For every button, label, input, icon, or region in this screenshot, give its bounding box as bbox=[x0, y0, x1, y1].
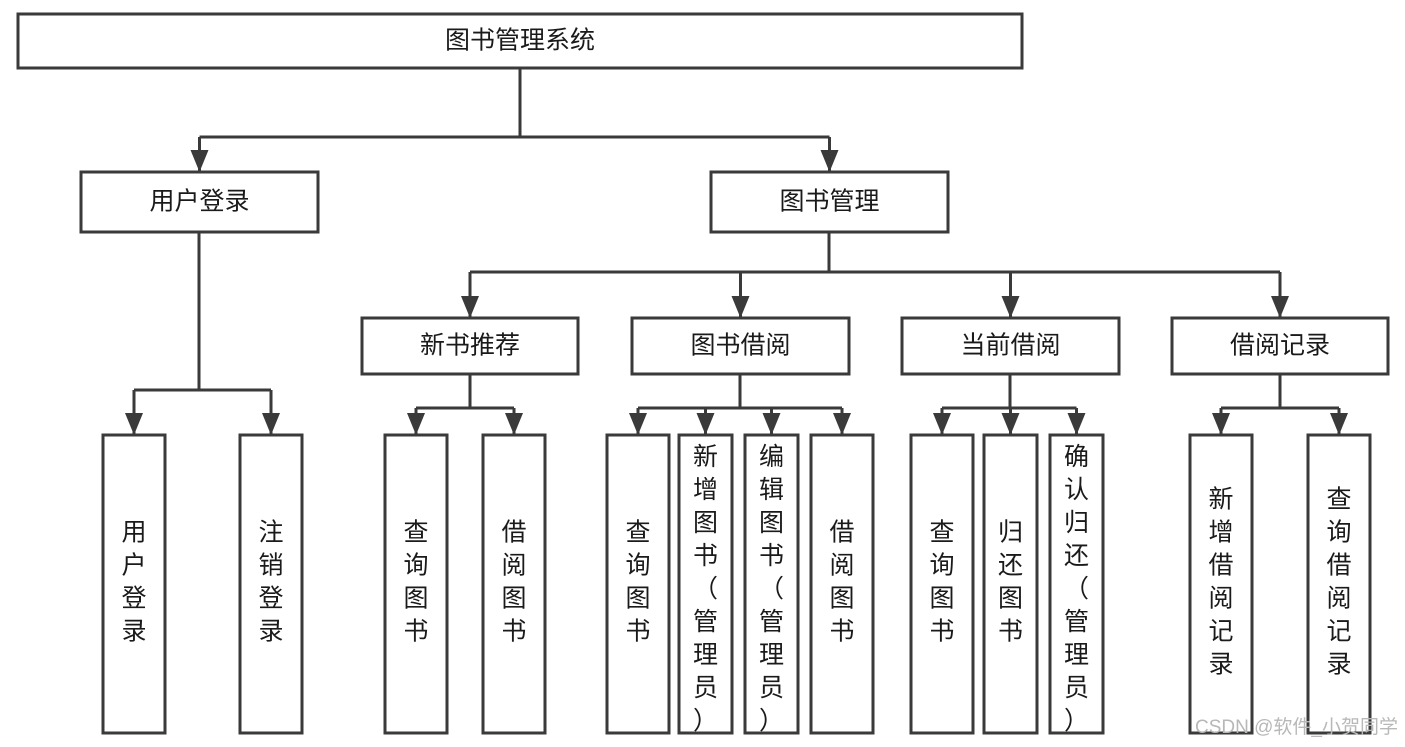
node-label-leaf-return-book: 归还图书 bbox=[998, 519, 1023, 646]
arrow-head-icon bbox=[190, 150, 209, 172]
arrow-head-icon bbox=[731, 296, 750, 318]
node-user-login[interactable]: 用户登录 bbox=[79, 170, 320, 234]
node-label-book-manage: 图书管理 bbox=[779, 188, 879, 216]
node-box-leaf-return-book[interactable] bbox=[982, 433, 1039, 735]
arrow-head-icon bbox=[1271, 296, 1289, 318]
node-label-leaf-borrow-book-2: 借阅图书 bbox=[829, 519, 854, 646]
arrow-head-icon bbox=[461, 296, 479, 318]
arrow-head-icon bbox=[1067, 413, 1086, 435]
node-new-book-rec[interactable]: 新书推荐 bbox=[360, 316, 580, 376]
node-label-leaf-user-logout: 注销登录 bbox=[258, 519, 283, 646]
node-current-borrow[interactable]: 当前借阅 bbox=[900, 316, 1121, 376]
arrow-head-icon bbox=[933, 413, 951, 435]
node-label-leaf-add-book: 新增图书（管理员） bbox=[693, 443, 718, 735]
arrow-head-icon bbox=[629, 413, 647, 435]
arrow-head-icon bbox=[762, 413, 781, 435]
node-box-leaf-user-logout[interactable] bbox=[238, 433, 304, 735]
node-book-borrow[interactable]: 图书借阅 bbox=[630, 316, 851, 376]
node-box-book-manage[interactable] bbox=[709, 170, 950, 234]
node-leaf-return-book[interactable]: 归还图书 bbox=[982, 433, 1039, 735]
node-leaf-add-book[interactable]: 新增图书（管理员） bbox=[677, 433, 734, 735]
node-leaf-query-book-1[interactable]: 查询图书 bbox=[383, 433, 449, 735]
arrow-head-icon bbox=[262, 413, 280, 435]
node-box-leaf-query-book-3[interactable] bbox=[909, 433, 975, 735]
node-box-leaf-confirm-return[interactable] bbox=[1048, 433, 1105, 735]
node-box-book-borrow[interactable] bbox=[630, 316, 851, 376]
node-box-current-borrow[interactable] bbox=[900, 316, 1121, 376]
arrow-head-icon bbox=[1330, 413, 1348, 435]
node-label-leaf-confirm-return: 确认归还（管理员） bbox=[1064, 443, 1089, 735]
node-box-root[interactable] bbox=[16, 12, 1024, 70]
watermark-label: CSDN @软件_小贺同学 bbox=[1195, 716, 1398, 738]
node-label-leaf-edit-book: 编辑图书（管理员） bbox=[759, 443, 784, 735]
node-box-leaf-user-login[interactable] bbox=[101, 433, 167, 735]
node-root[interactable]: 图书管理系统 bbox=[16, 12, 1024, 70]
arrow-head-icon bbox=[1001, 296, 1020, 318]
node-label-leaf-query-book-1: 查询图书 bbox=[403, 519, 428, 646]
node-label-leaf-add-record: 新增借阅记录 bbox=[1208, 486, 1233, 679]
nodes-layer: 图书管理系统用户登录图书管理新书推荐图书借阅当前借阅借阅记录用户登录注销登录查询… bbox=[16, 12, 1390, 735]
node-label-new-book-rec: 新书推荐 bbox=[420, 332, 520, 360]
node-box-leaf-add-book[interactable] bbox=[677, 433, 734, 735]
node-box-leaf-query-book-1[interactable] bbox=[383, 433, 449, 735]
arrow-head-icon bbox=[1212, 413, 1230, 435]
arrow-head-icon bbox=[820, 150, 839, 172]
node-leaf-confirm-return[interactable]: 确认归还（管理员） bbox=[1048, 433, 1105, 735]
node-box-new-book-rec[interactable] bbox=[360, 316, 580, 376]
arrow-head-icon bbox=[125, 413, 143, 435]
node-label-current-borrow: 当前借阅 bbox=[960, 332, 1060, 360]
node-label-leaf-query-record: 查询借阅记录 bbox=[1326, 486, 1351, 679]
node-box-leaf-query-book-2[interactable] bbox=[605, 433, 671, 735]
node-box-user-login[interactable] bbox=[79, 170, 320, 234]
node-label-user-login: 用户登录 bbox=[149, 188, 249, 216]
node-label-leaf-borrow-book-1: 借阅图书 bbox=[501, 519, 526, 646]
node-book-manage[interactable]: 图书管理 bbox=[709, 170, 950, 234]
node-leaf-add-record[interactable]: 新增借阅记录 bbox=[1188, 433, 1254, 735]
node-leaf-user-logout[interactable]: 注销登录 bbox=[238, 433, 304, 735]
node-leaf-user-login[interactable]: 用户登录 bbox=[101, 433, 167, 735]
node-leaf-query-record[interactable]: 查询借阅记录 bbox=[1306, 433, 1372, 735]
arrow-head-icon bbox=[696, 413, 715, 435]
node-label-root: 图书管理系统 bbox=[445, 27, 595, 55]
node-leaf-query-book-3[interactable]: 查询图书 bbox=[909, 433, 975, 735]
node-leaf-edit-book[interactable]: 编辑图书（管理员） bbox=[743, 433, 800, 735]
node-label-borrow-record: 借阅记录 bbox=[1230, 332, 1330, 360]
node-label-leaf-query-book-3: 查询图书 bbox=[929, 519, 954, 646]
arrow-head-icon bbox=[407, 413, 425, 435]
node-box-leaf-borrow-book-2[interactable] bbox=[809, 433, 875, 735]
node-box-leaf-query-record[interactable] bbox=[1306, 433, 1372, 735]
node-leaf-borrow-book-1[interactable]: 借阅图书 bbox=[481, 433, 547, 735]
node-label-leaf-user-login: 用户登录 bbox=[121, 519, 146, 646]
node-label-leaf-query-book-2: 查询图书 bbox=[625, 519, 650, 646]
node-leaf-query-book-2[interactable]: 查询图书 bbox=[605, 433, 671, 735]
arrow-head-icon bbox=[1001, 413, 1020, 435]
node-borrow-record[interactable]: 借阅记录 bbox=[1170, 316, 1390, 376]
node-box-leaf-borrow-book-1[interactable] bbox=[481, 433, 547, 735]
node-box-leaf-add-record[interactable] bbox=[1188, 433, 1254, 735]
arrow-head-icon bbox=[505, 413, 523, 435]
arrow-head-icon bbox=[833, 413, 851, 435]
node-leaf-borrow-book-2[interactable]: 借阅图书 bbox=[809, 433, 875, 735]
node-box-borrow-record[interactable] bbox=[1170, 316, 1390, 376]
node-box-leaf-edit-book[interactable] bbox=[743, 433, 800, 735]
connectors-layer bbox=[125, 68, 1348, 435]
node-label-book-borrow: 图书借阅 bbox=[690, 332, 790, 360]
